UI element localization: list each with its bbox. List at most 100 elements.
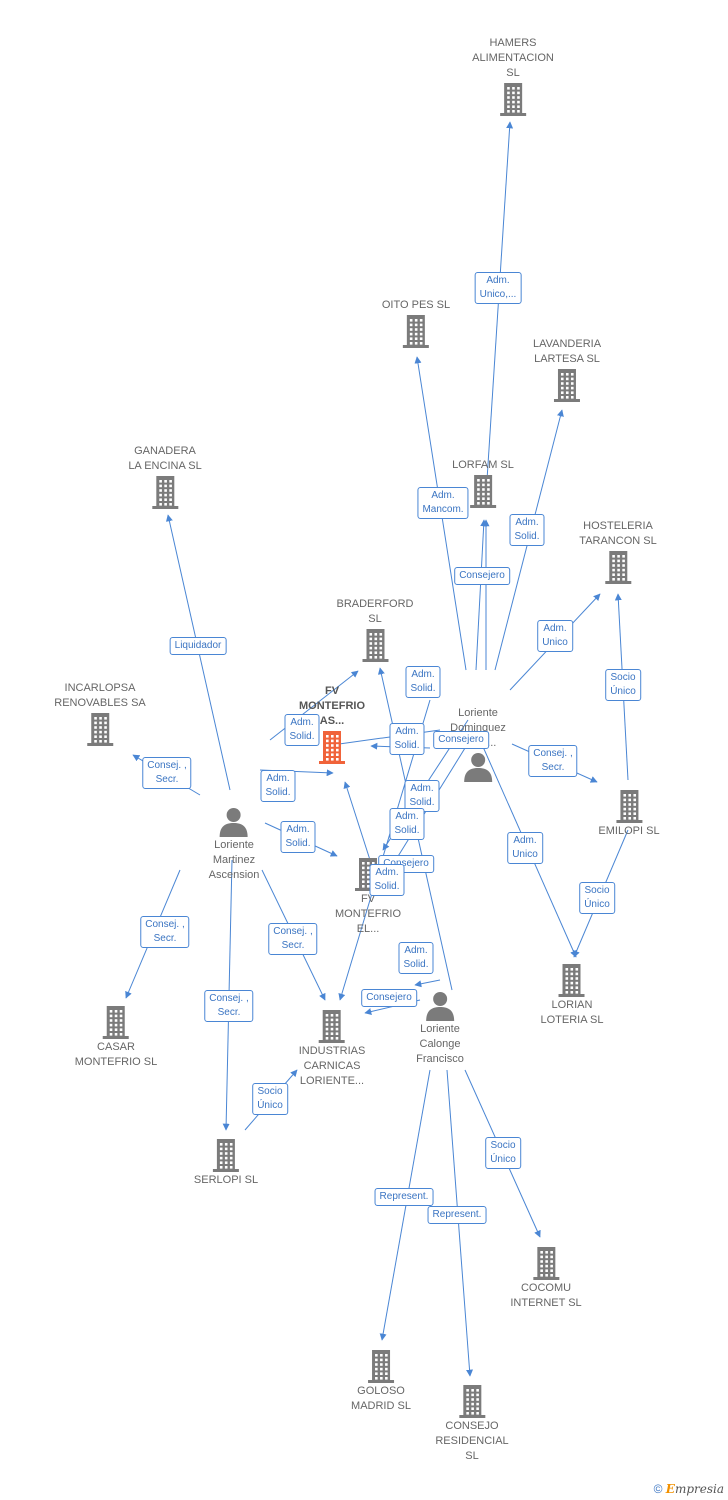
- edge-label-e21[interactable]: Adm.Solid.: [369, 864, 405, 896]
- node-label-line: LARTESA SL: [534, 353, 600, 365]
- node-oitopes[interactable]: OITO PES SL: [382, 298, 450, 349]
- edge-label-line: Socio: [584, 885, 610, 896]
- edge-label-e8[interactable]: Adm.Solid.: [284, 714, 320, 746]
- edge-line: [475, 519, 488, 671]
- edge-label-line: Consej. ,: [209, 993, 249, 1004]
- edge-label-e23[interactable]: Consej. ,Secr.: [268, 923, 318, 955]
- edge-label-e2[interactable]: Adm. Mancom.: [417, 487, 469, 519]
- edge-label-line: Adm.: [543, 623, 567, 634]
- edge-label-e13[interactable]: Consej. ,Secr.: [528, 745, 578, 777]
- edge-label-line: Solid.: [394, 740, 420, 751]
- building-icon: [403, 315, 429, 348]
- node-label: OITO PES SL: [382, 298, 450, 313]
- edge-label-e22[interactable]: Consej. ,Secr.: [140, 916, 190, 948]
- edge-label-line: Consejero: [366, 992, 412, 1003]
- edge-label-line: Represent.: [379, 1191, 429, 1202]
- edge-label-e1[interactable]: Adm.Unico,...: [474, 272, 522, 304]
- edge-label-line: Socio: [490, 1140, 516, 1151]
- edge-label-e24[interactable]: Adm.Solid.: [398, 942, 434, 974]
- node-lavanderia[interactable]: LAVANDERIA LARTESA SL: [533, 337, 601, 403]
- edge-label-line: Adm.: [266, 773, 290, 784]
- edge-label-e16[interactable]: Adm. Solid.: [389, 808, 425, 840]
- edge-label-e9[interactable]: Adm.Solid.: [389, 723, 425, 755]
- edge-label-e25[interactable]: Consej. , Secr.: [204, 990, 254, 1022]
- node-label-line: Martinez: [212, 854, 256, 866]
- node-label-line: FV: [324, 685, 340, 697]
- edge-label-line: Consej. ,: [533, 748, 573, 759]
- edge-label-e19[interactable]: Adm.Unico: [507, 832, 543, 864]
- edge-label-line: Adm.: [395, 811, 419, 822]
- node-label-line: AS...: [319, 715, 345, 727]
- edge-label-e4[interactable]: Consejero: [454, 567, 510, 585]
- copyright-footer[interactable]: © Empresia: [654, 1482, 724, 1496]
- edge-label-line: Secr.: [155, 774, 179, 785]
- edge-line: [343, 781, 371, 861]
- edge-label-e26[interactable]: Consejero: [361, 989, 417, 1007]
- node-casar[interactable]: CASAR MONTEFRIO SL: [74, 1004, 158, 1070]
- edge-label-line: Solid.: [285, 838, 311, 849]
- edge-label-e10[interactable]: Consejero: [433, 731, 489, 749]
- node-label-line: Loriente: [420, 1023, 460, 1035]
- node-emilopi[interactable]: EMILOPI SL: [598, 788, 660, 839]
- edge-label-e5[interactable]: Adm.Unico: [537, 620, 573, 652]
- edge-label-line: Unico: [512, 849, 538, 860]
- node-label-line: CASAR: [97, 1041, 135, 1053]
- edge-label-line: Mancom.: [422, 504, 464, 515]
- node-label-line: BRADERFORD: [336, 598, 414, 610]
- edge-label-line: Secr.: [217, 1007, 241, 1018]
- node-label-line: INTERNET SL: [510, 1297, 582, 1309]
- building-icon: [615, 790, 642, 823]
- building-icon: [319, 731, 345, 764]
- edge-label-e29[interactable]: Represent.: [374, 1188, 434, 1206]
- copyright-symbol: ©: [653, 1482, 663, 1496]
- node-label-line: Calonge: [419, 1038, 461, 1050]
- edge-label-line: Adm.: [431, 490, 455, 501]
- edge-label-line: Solid.: [265, 787, 291, 798]
- node-serlopi[interactable]: SERLOPI SL: [194, 1137, 258, 1188]
- node-lorfam[interactable]: LORFAM SL: [452, 458, 514, 509]
- edge-label-line: Adm.: [486, 275, 510, 286]
- node-label-line: MONTEFRIO SL: [74, 1056, 158, 1068]
- node-label: LORFAM SL: [452, 458, 514, 473]
- edge-label-e6[interactable]: Liquidador: [169, 637, 227, 655]
- edge-label-line: Consej. ,: [273, 926, 313, 937]
- empresia-logo: Empresia: [665, 1482, 724, 1496]
- edge-label-line: Solid.: [409, 797, 435, 808]
- edge-label-e14[interactable]: Adm. Solid.: [260, 770, 296, 802]
- building-icon: [87, 713, 113, 746]
- person-icon: [219, 808, 248, 837]
- edge-label-e30[interactable]: Represent.: [427, 1206, 487, 1224]
- edge-label-line: Adm.: [515, 517, 539, 528]
- edge-label-line: Solid.: [394, 825, 420, 836]
- node-label-line: LAVANDERIA: [532, 338, 602, 350]
- edge-label-e11[interactable]: Consej. ,Secr.: [142, 757, 192, 789]
- edge-label-e17[interactable]: Adm.Solid.: [280, 821, 316, 853]
- edge-label-e3[interactable]: Adm.Solid.: [509, 514, 545, 546]
- edge-label-e7[interactable]: Adm.Solid.: [405, 666, 441, 698]
- edge-label-line: Consejero: [459, 570, 505, 581]
- building-icon: [533, 1247, 559, 1280]
